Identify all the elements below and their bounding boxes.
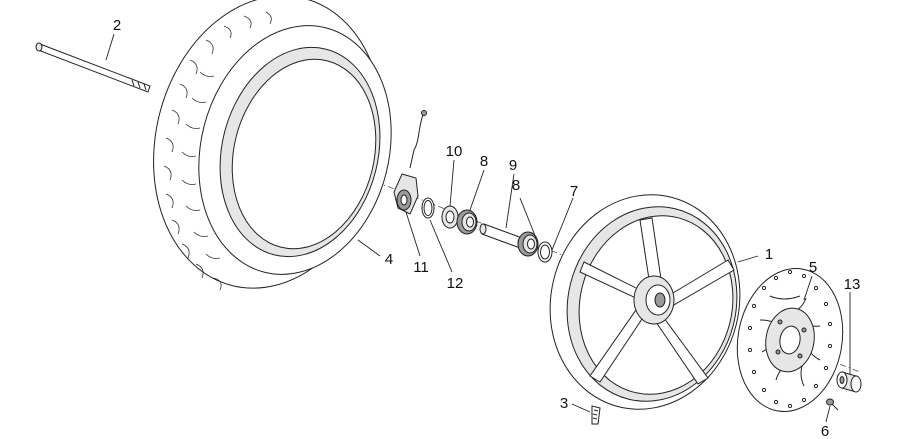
part-bush (836, 371, 862, 393)
callout-5: 5 (809, 259, 817, 276)
part-rim (549, 194, 741, 410)
callout-11: 11 (413, 259, 429, 276)
part-circlip (421, 197, 435, 219)
rim-spokes (579, 217, 735, 385)
part-brake-disc (736, 268, 844, 412)
callout-8-left: 8 (480, 153, 488, 170)
callout-4: 4 (385, 251, 393, 268)
callout-1: 1 (765, 246, 773, 263)
part-seal-ring (537, 241, 553, 263)
callout-8-right: 8 (512, 177, 520, 194)
callout-10: 10 (446, 143, 463, 160)
part-bearing-right (517, 231, 539, 257)
callout-7: 7 (570, 183, 578, 200)
callout-9: 9 (509, 157, 517, 174)
part-axle (35, 42, 151, 93)
part-bolt (826, 398, 839, 411)
leader-lines (105, 33, 851, 423)
part-speedometer-drive (393, 110, 427, 215)
callout-6: 6 (821, 423, 829, 439)
part-spacer (479, 223, 525, 249)
callout-2: 2 (113, 17, 121, 34)
tyre-tread (163, 11, 272, 291)
callout-13: 13 (844, 276, 861, 293)
part-oil-seal (441, 205, 459, 229)
part-tyre (153, 0, 392, 291)
part-bearing-left (456, 209, 478, 235)
part-valve (591, 405, 601, 425)
callout-12: 12 (447, 275, 464, 292)
callout-3: 3 (560, 395, 568, 412)
